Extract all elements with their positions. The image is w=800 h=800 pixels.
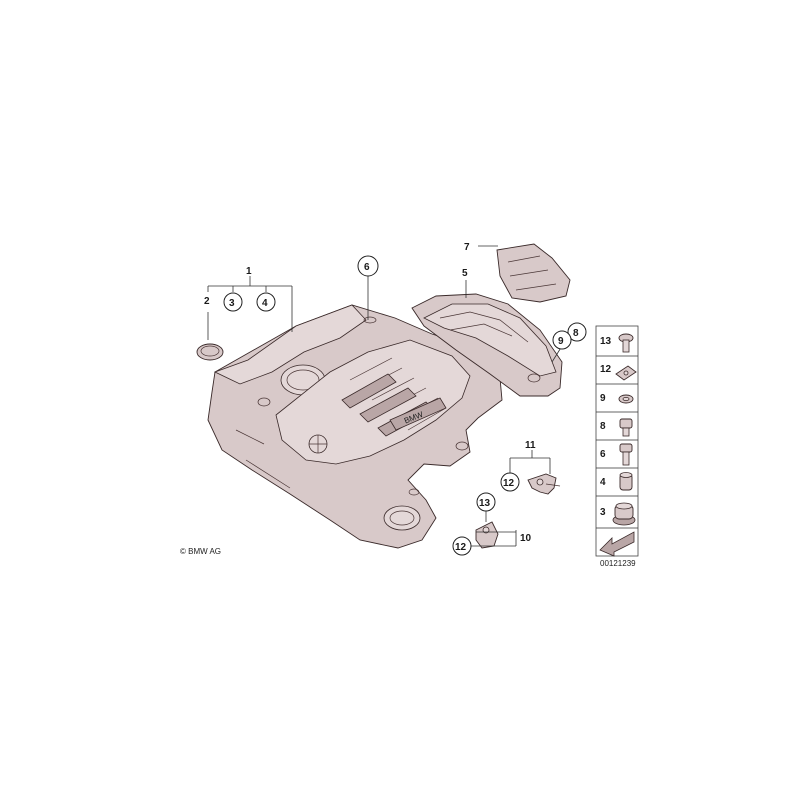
legend-label-3: 3	[600, 507, 606, 518]
legend-label-4: 4	[600, 477, 606, 488]
callout-3-circle	[223, 292, 243, 312]
diagram-id: 00121239	[600, 559, 636, 568]
legend-label-12: 12	[600, 364, 612, 375]
hardware-legend: 13 12 9 8 6 4 3	[595, 325, 639, 557]
legend-label-6: 6	[600, 449, 606, 460]
part-11-bracket	[527, 473, 561, 495]
label-5: 5	[462, 268, 468, 279]
bolt-6-icon	[619, 443, 633, 466]
label-1: 1	[246, 266, 252, 277]
engine-cover: BMW	[207, 304, 503, 549]
part-10-bracket	[475, 521, 499, 549]
legend-label-8: 8	[600, 421, 606, 432]
callout-13-circle	[476, 492, 496, 512]
label-7: 7	[464, 242, 470, 253]
part-5-cover-bracket	[411, 293, 563, 397]
grommet-3-icon	[612, 502, 636, 526]
label-6: 6	[364, 262, 370, 273]
label-12b: 12	[455, 542, 467, 553]
label-13: 13	[479, 498, 491, 509]
callout-4-circle	[256, 292, 276, 312]
bushing-4-icon	[619, 472, 633, 491]
label-8: 8	[573, 328, 579, 339]
callout-12a-circle	[500, 472, 520, 492]
arrow-icon	[599, 531, 635, 557]
clip-nut-12-icon	[615, 365, 637, 381]
label-12a: 12	[503, 478, 515, 489]
callout-12b-circle	[452, 536, 472, 556]
label-2: 2	[204, 296, 210, 307]
callout-9-circle	[552, 330, 572, 350]
screw-13-icon	[618, 333, 634, 353]
washer-9-icon	[618, 394, 634, 404]
copyright-text: © BMW AG	[180, 547, 221, 556]
part-2-badge	[196, 343, 224, 361]
label-4: 4	[262, 298, 268, 309]
label-9: 9	[558, 336, 564, 347]
callout-8-circle	[567, 322, 587, 342]
callout-6-circle	[357, 255, 379, 277]
legend-label-13: 13	[600, 336, 612, 347]
label-10: 10	[520, 533, 532, 544]
callouts: 1 2 3 4 6 5 7 8 9 11 12 13 12 10	[204, 242, 587, 556]
part-7-insulation	[496, 243, 571, 303]
label-3: 3	[229, 298, 235, 309]
label-11: 11	[525, 440, 536, 451]
bolt-8-icon	[619, 418, 633, 437]
legend-label-9: 9	[600, 393, 606, 404]
